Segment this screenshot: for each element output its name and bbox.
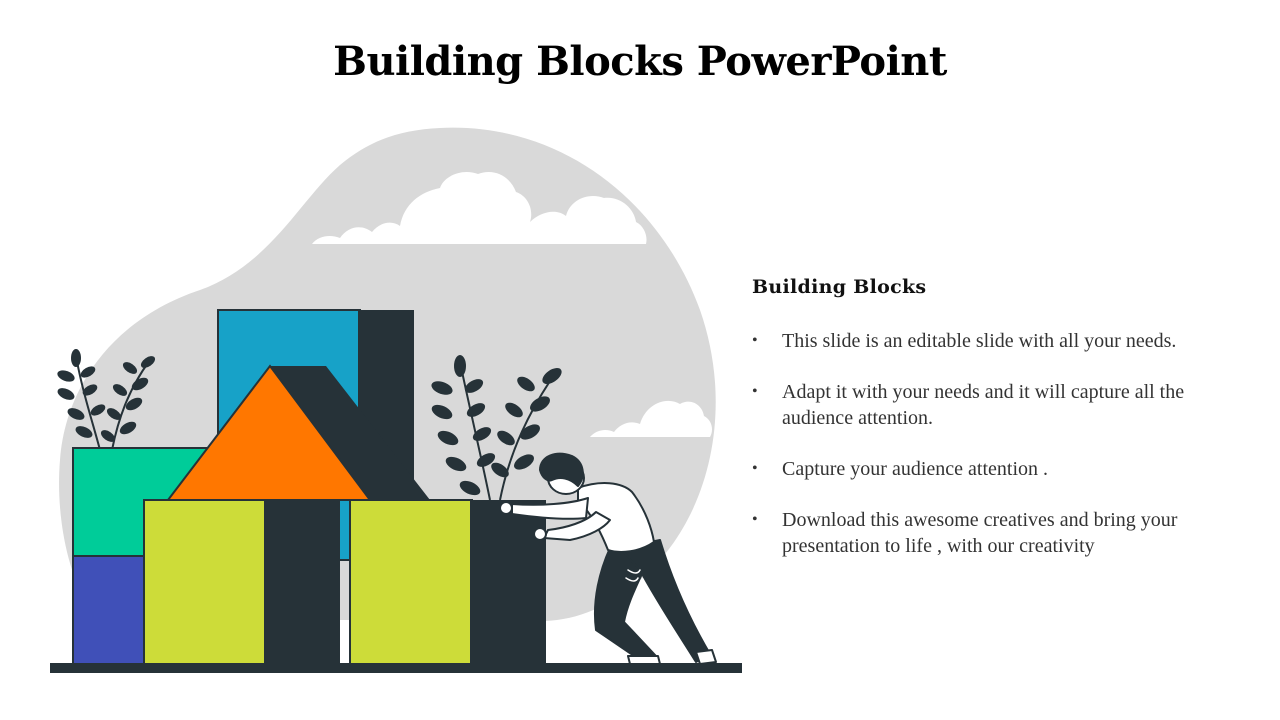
cloud-small [590,400,712,437]
slide-title: Building Blocks PowerPoint [333,38,947,85]
bullet-list: • This slide is an editable slide with a… [752,328,1252,559]
bullet-item: • Adapt it with your needs and it will c… [752,379,1252,431]
roof-shadow [270,366,430,500]
cloud-large [312,171,647,244]
left-plant [57,349,156,451]
dark-block-right [470,500,546,664]
section-heading: Building Blocks [752,276,927,298]
bullet-icon: • [752,460,758,477]
bullet-text: Download this awesome creatives and brin… [782,509,1178,557]
bullet-item: • Capture your audience attention . [752,456,1252,482]
building-blocks-illustration [50,127,742,673]
right-plant [431,355,562,501]
lime-block-right [349,499,473,665]
bullet-icon: • [752,511,758,528]
person-pushing [499,452,717,665]
bullet-text: This slide is an editable slide with all… [782,330,1177,352]
bullet-text: Capture your audience attention . [782,458,1049,480]
content-panel: Building Blocks • This slide is an edita… [752,276,1252,584]
bullet-text: Adapt it with your needs and it will cap… [782,381,1185,429]
indigo-block [72,555,154,665]
bullet-item: • This slide is an editable slide with a… [752,328,1252,354]
bullet-item: • Download this awesome creatives and br… [752,507,1252,559]
ground-line [50,663,742,673]
lime-block-left [143,499,267,665]
bullet-icon: • [752,383,758,400]
bullet-icon: • [752,332,758,349]
dark-block-left [264,500,340,664]
